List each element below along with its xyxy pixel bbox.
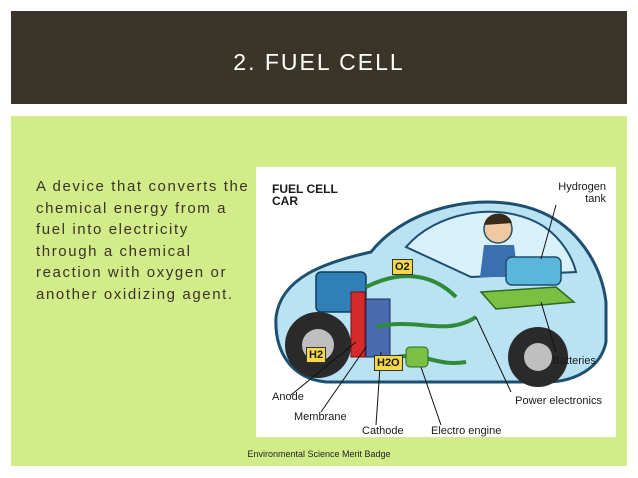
body-text: A device that converts the chemical ener… [36, 178, 250, 303]
label-electro-engine: Electro engine [431, 425, 502, 437]
label-o2: O2 [392, 259, 413, 275]
title-bar: 2. FUEL CELL [11, 11, 627, 104]
label-batteries: Batteries [552, 355, 596, 367]
car-drawing [274, 200, 608, 426]
wire-1 [365, 274, 458, 299]
driver-hair [484, 213, 512, 225]
label-anode: Anode [272, 391, 304, 403]
label-hydrogen-tank: Hydrogen tank [558, 181, 606, 205]
label-power-electronics: Power electronics [515, 395, 602, 407]
battery-pack [479, 286, 576, 310]
electro-engine [405, 346, 429, 368]
figure-heading: FUEL CELL CAR [272, 182, 338, 208]
label-h2o: H2O [374, 355, 403, 371]
hydrogen-tank [505, 256, 562, 286]
label-membrane: Membrane [294, 411, 347, 423]
wire-3 [395, 354, 467, 365]
membrane-red [350, 291, 366, 358]
slide-title: 2. FUEL CELL [233, 49, 405, 75]
wire-2 [375, 315, 478, 329]
content-panel: A device that converts the chemical ener… [11, 116, 627, 466]
label-cathode: Cathode [362, 425, 404, 437]
fuel-cell-car-illustration: FUEL CELL CAR Hydrogen tank O2 H2 H2O Ba… [256, 167, 616, 437]
footer-text: Environmental Science Merit Badge [247, 449, 391, 459]
label-h2: H2 [306, 347, 327, 363]
